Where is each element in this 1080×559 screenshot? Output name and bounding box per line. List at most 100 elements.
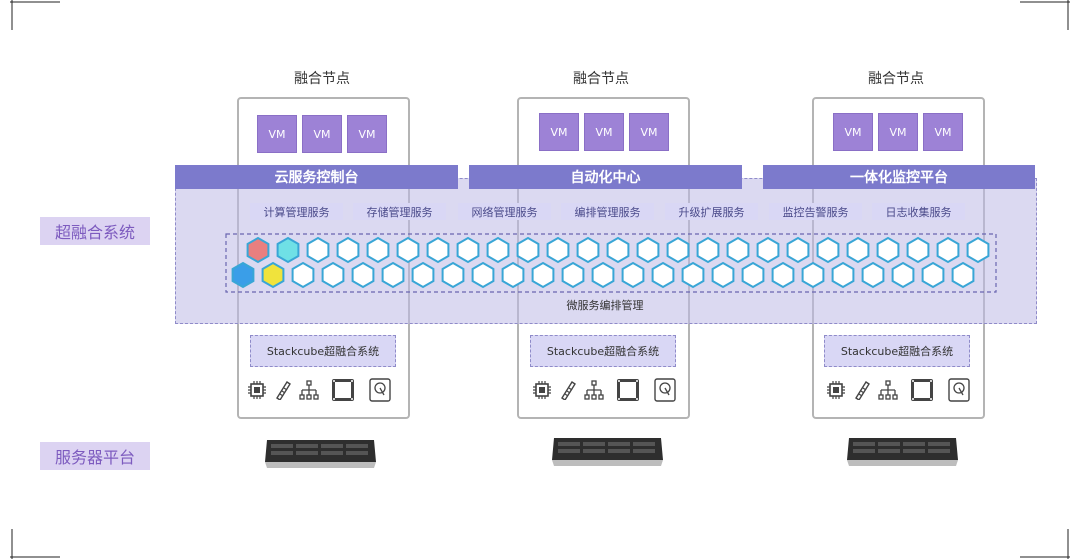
hex-cell [321, 261, 345, 289]
hex-cell [666, 236, 690, 264]
vm-block: VM [539, 113, 579, 151]
service-item: 存储管理服务 [353, 203, 446, 220]
network-icon [584, 380, 604, 400]
hdd-icon [948, 378, 970, 402]
hex-cell [441, 261, 465, 289]
hex-cell [531, 261, 555, 289]
stackcube-box: Stackcube超融合系统 [824, 335, 970, 367]
server-rack-image [265, 440, 376, 468]
vm-block: VM [923, 113, 963, 151]
hex-cell [471, 261, 495, 289]
microservice-hex-grid [225, 233, 997, 293]
hex-cell [591, 261, 615, 289]
corner-mark-bottom-left [10, 529, 60, 559]
service-item: 日志收集服务 [872, 203, 965, 220]
hex-cell [906, 236, 930, 264]
node-title: 融合节点 [573, 71, 629, 87]
hex-cell [951, 261, 975, 289]
hex-cell [831, 261, 855, 289]
hex-cell [936, 236, 960, 264]
corner-mark-top-right [1020, 0, 1070, 30]
header-automation-center: 自动化中心 [469, 165, 742, 189]
corner-mark-bottom-right [1020, 529, 1070, 559]
label-hyper-system: 超融合系统 [40, 217, 150, 245]
hex-cell [381, 261, 405, 289]
vm-block: VM [302, 115, 342, 153]
ssd-icon [617, 379, 639, 401]
hex-cell [756, 236, 780, 264]
hex-cell [726, 236, 750, 264]
memory-icon [276, 381, 291, 400]
microservice-label: 微服务编排管理 [566, 299, 644, 312]
hdd-icon [654, 378, 676, 402]
server-rack-image [847, 438, 958, 466]
hex-cell [681, 261, 705, 289]
vm-block: VM [584, 113, 624, 151]
hex-cell [816, 236, 840, 264]
network-icon [299, 380, 319, 400]
header-cloud-console: 云服务控制台 [175, 165, 458, 189]
service-item: 升级扩展服务 [665, 203, 758, 220]
hex-cell [261, 261, 285, 289]
hex-cell [546, 236, 570, 264]
corner-mark-top-left [10, 0, 60, 30]
hex-cell [636, 236, 660, 264]
hex-cell [351, 261, 375, 289]
hex-cell [876, 236, 900, 264]
hex-cell [621, 261, 645, 289]
hex-cell [606, 236, 630, 264]
service-item: 网络管理服务 [458, 203, 551, 220]
hex-cell [396, 236, 420, 264]
hex-cell [306, 236, 330, 264]
hex-cell [291, 261, 315, 289]
hex-cell [336, 236, 360, 264]
ssd-icon [911, 379, 933, 401]
stackcube-box: Stackcube超融合系统 [250, 335, 396, 367]
cpu-icon [248, 381, 266, 399]
service-item: 计算管理服务 [250, 203, 343, 220]
hex-cell [426, 236, 450, 264]
hex-cell [786, 236, 810, 264]
vm-block: VM [257, 115, 297, 153]
stackcube-box: Stackcube超融合系统 [530, 335, 676, 367]
hex-cell [891, 261, 915, 289]
hex-cell [696, 236, 720, 264]
hex-cell [516, 236, 540, 264]
hex-cell [276, 236, 300, 264]
hex-cell [576, 236, 600, 264]
vm-block: VM [878, 113, 918, 151]
hex-cell [711, 261, 735, 289]
hex-cell [231, 261, 255, 289]
hex-cell [411, 261, 435, 289]
vm-block: VM [629, 113, 669, 151]
hdd-icon [369, 378, 391, 402]
service-item: 监控告警服务 [769, 203, 862, 220]
service-item: 编排管理服务 [561, 203, 654, 220]
memory-icon [561, 381, 576, 400]
hex-cell [846, 236, 870, 264]
hex-cell [456, 236, 480, 264]
hardware-icons [826, 378, 976, 403]
hex-cell [651, 261, 675, 289]
hex-cell [771, 261, 795, 289]
node-title: 融合节点 [294, 71, 350, 87]
hex-cell [861, 261, 885, 289]
node-title: 融合节点 [868, 71, 924, 87]
memory-icon [855, 381, 870, 400]
hex-cell [501, 261, 525, 289]
cpu-icon [533, 381, 551, 399]
label-server-platform: 服务器平台 [40, 442, 150, 470]
hex-cell [486, 236, 510, 264]
vm-block: VM [833, 113, 873, 151]
vm-block: VM [347, 115, 387, 153]
hex-cell [921, 261, 945, 289]
hex-cell [561, 261, 585, 289]
hardware-icons [247, 378, 397, 403]
ssd-icon [332, 379, 354, 401]
hex-cell [366, 236, 390, 264]
hex-cell [741, 261, 765, 289]
hex-cell [966, 236, 990, 264]
cpu-icon [827, 381, 845, 399]
hardware-icons [532, 378, 682, 403]
network-icon [878, 380, 898, 400]
